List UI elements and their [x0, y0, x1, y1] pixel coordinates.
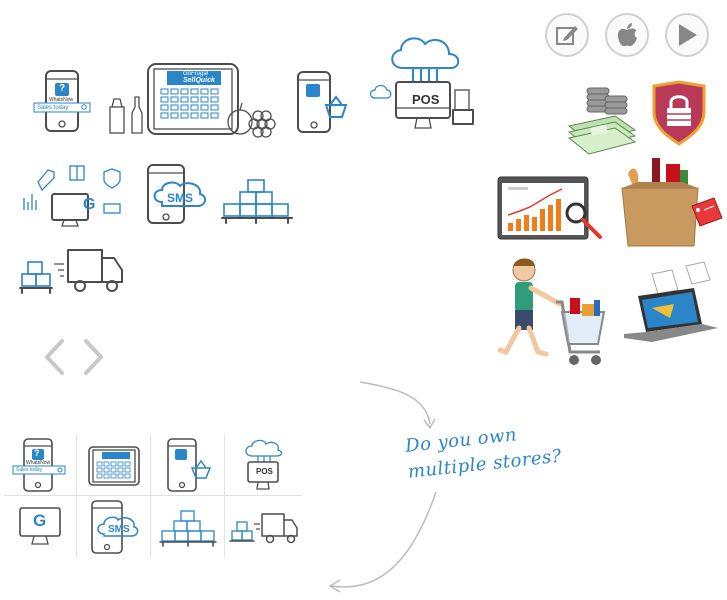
pos-label: POS [412, 92, 440, 107]
phone-cart-icon [296, 71, 348, 133]
pallet-boxes-icon [221, 178, 294, 224]
grid-sellquick-tablet-icon [88, 446, 140, 486]
analytics-screen-illustration [496, 175, 608, 243]
grid-sms-label: SMS [108, 524, 130, 535]
carousel-prev-button[interactable] [42, 338, 66, 376]
whatsnow-label: WhatsNow [49, 97, 74, 103]
help-symbol: ? [59, 83, 66, 94]
grid-pos-label: POS [256, 467, 273, 476]
apple-icon [617, 23, 637, 47]
grocery-bag-illustration [618, 158, 726, 250]
chevron-right-icon [84, 339, 103, 375]
play-store-icon [679, 24, 697, 46]
grid-cloud-pos-icon: POS [242, 438, 283, 492]
grid-help-symbol: ? [34, 448, 40, 458]
grid-phone-cart-icon [166, 438, 212, 492]
grid-sales-today-label: Sales today [16, 467, 43, 473]
grid-sms-phone-icon: SMS [90, 500, 142, 554]
laptop-documents-illustration [622, 261, 722, 346]
grid-delivery-truck-icon [229, 510, 298, 546]
carousel-next-button[interactable] [82, 338, 106, 376]
grid-phone-help-icon: ? WhatsNow Sales today [12, 438, 68, 492]
sms-phone-icon: SMS [146, 164, 210, 226]
bottles-icon [108, 95, 148, 135]
play-store-button[interactable] [665, 13, 709, 57]
curved-arrow-left [326, 490, 442, 594]
delivery-truck-icon [18, 246, 124, 296]
grid-pallet-boxes-icon [159, 510, 218, 547]
services-cluster-icon: G [20, 162, 130, 228]
sms-label: SMS [167, 191, 194, 205]
cloud-pos-icon: POS [363, 28, 478, 134]
fruits-icon [226, 100, 278, 140]
apple-store-button[interactable] [605, 13, 649, 57]
money-stack-illustration [565, 82, 639, 156]
grid-g-label: G [33, 511, 47, 530]
curved-arrow-down [356, 376, 438, 432]
feature-icon-grid: ? WhatsNow Sales today [4, 434, 302, 558]
security-shield-illustration [650, 80, 708, 146]
edit-icon [556, 26, 578, 45]
gofrugal-label: GoFrugal [183, 71, 209, 77]
edit-button[interactable] [545, 13, 589, 57]
sellquick-label: SellQuick [183, 77, 215, 84]
phone-help-icon: ? WhatsNow Sales today [33, 70, 93, 132]
shopper-cart-illustration [496, 256, 608, 384]
chevron-left-icon [45, 339, 64, 375]
sales-today-label: Sales today [37, 105, 69, 111]
sellquick-tablet-icon: GoFrugal SellQuick [147, 63, 239, 135]
grid-whatsnow-label: WhatsNow [26, 460, 51, 466]
grid-g-monitor-icon: G [18, 506, 64, 546]
g-monitor-label: G [83, 196, 96, 213]
